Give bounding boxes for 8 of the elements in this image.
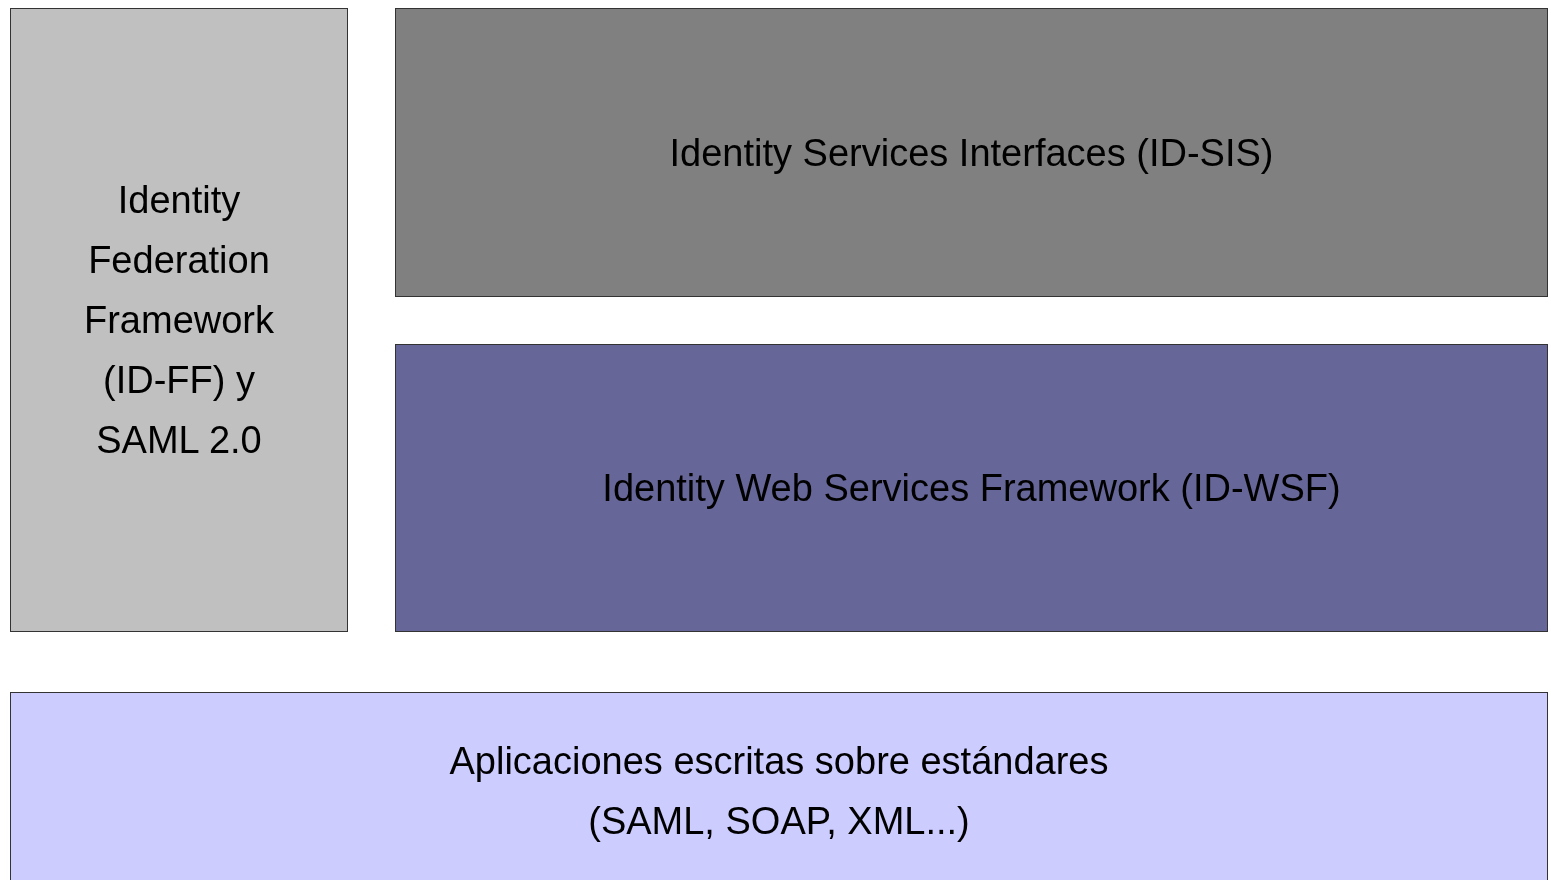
layer-panel <box>395 8 1548 297</box>
panel-title: Identity Services Interfaces (ID-SIS) <box>669 130 1274 176</box>
panel-title: Identity Web Services Framework (ID-WSF) <box>602 466 1341 511</box>
panel-title: Aplicaciones escritas sobre estándares (SAML, SOAP, XML...) <box>448 738 1110 844</box>
foundation-panel <box>10 692 1548 880</box>
layer-panel <box>395 344 1548 632</box>
framework-panel <box>10 8 348 632</box>
panel-title: Identity Federation Framework (ID-FF) y SAML 2.0 <box>83 178 275 463</box>
